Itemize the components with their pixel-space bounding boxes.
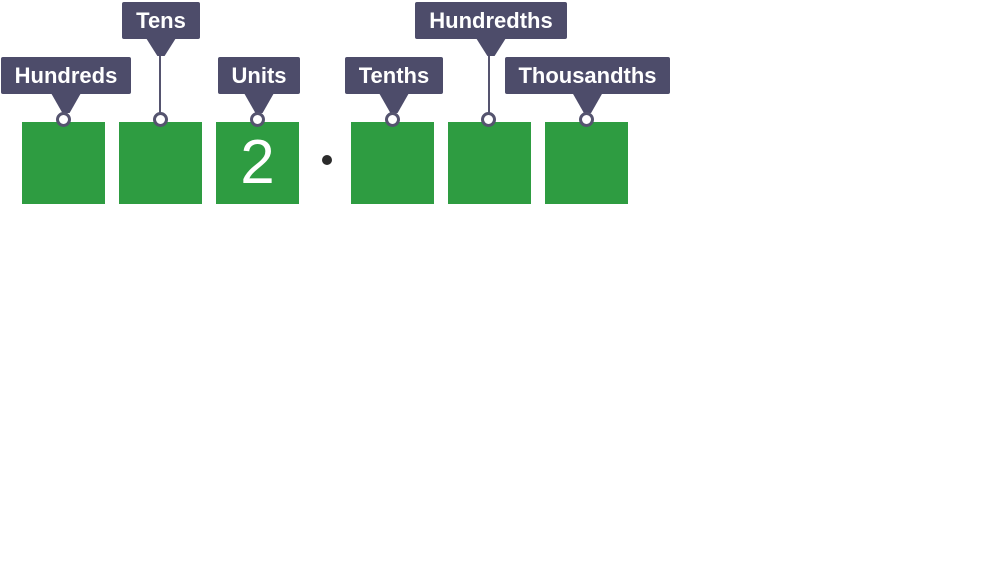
connector-node-icon — [56, 112, 71, 127]
callout-tens-label: Tens — [136, 7, 186, 33]
callout-pointer-icon — [476, 38, 506, 56]
decimal-point-icon — [322, 155, 332, 165]
callout-units-label: Units — [231, 62, 287, 88]
place-box-hundredths — [448, 122, 531, 204]
connector-node-icon — [481, 112, 496, 127]
place-box-hundreds — [22, 122, 105, 204]
place-box-thousandths — [545, 122, 628, 204]
connector-node-icon — [385, 112, 400, 127]
place-box-units: 2 — [216, 122, 299, 204]
callout-hundreds: Hundreds — [1, 57, 131, 113]
callout-hundredths: Hundredths — [415, 2, 567, 56]
callout-pointer-icon — [572, 93, 603, 113]
place-box-tenths — [351, 122, 434, 204]
callout-thousandths: Thousandths — [505, 57, 670, 113]
callout-units: Units — [218, 57, 300, 113]
connector-node-icon — [153, 112, 168, 127]
connector-node-icon — [250, 112, 265, 127]
callout-hundredths-label: Hundredths — [429, 7, 553, 33]
callout-pointer-icon — [146, 38, 176, 56]
digit-units: 2 — [240, 128, 275, 197]
callout-tenths: Tenths — [345, 57, 443, 113]
callout-tenths-label: Tenths — [358, 62, 430, 88]
callout-tens: Tens — [122, 2, 200, 56]
callout-pointer-icon — [379, 93, 409, 113]
callout-thousandths-label: Thousandths — [518, 62, 657, 88]
connector-node-icon — [579, 112, 594, 127]
callout-hundreds-label: Hundreds — [14, 62, 118, 88]
callout-pointer-icon — [51, 93, 81, 113]
connector-line-tens — [159, 55, 161, 115]
connector-line-hundredths — [488, 55, 490, 115]
place-box-tens — [119, 122, 202, 204]
callout-pointer-icon — [244, 93, 274, 113]
